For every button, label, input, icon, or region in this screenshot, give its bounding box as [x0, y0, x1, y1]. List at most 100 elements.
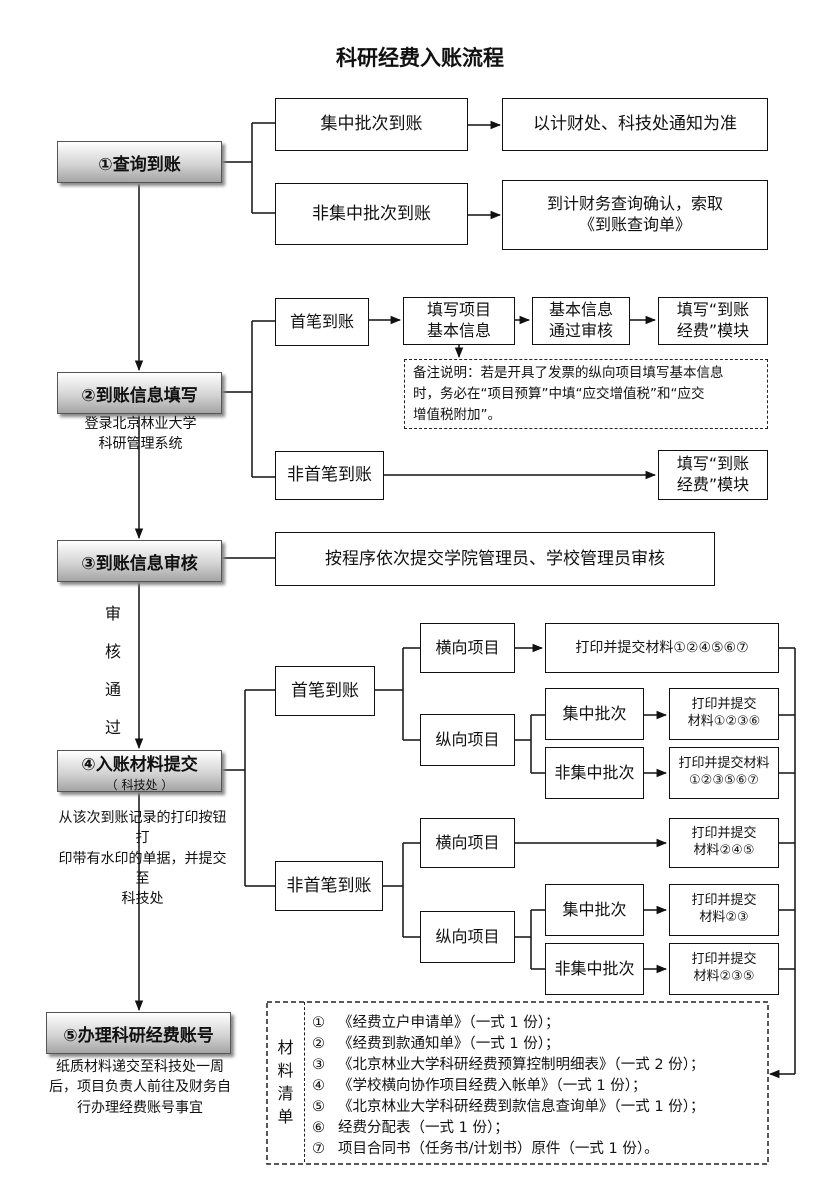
- step2-note-line-2: 科研管理系统: [98, 436, 183, 453]
- step-fill-arrival-info-label: ②到账信息填写: [81, 385, 198, 406]
- central-batch-first-label: 集中批次: [562, 703, 627, 723]
- materials-list-label: 材 料 清 单: [267, 1002, 305, 1162]
- fill-funding-module-2-line-1: 填写“到账: [676, 454, 750, 474]
- noncentral-result-line-2: 《到账查询单》: [578, 215, 691, 234]
- submit-first-arrival-label: 首笔到账: [291, 680, 359, 701]
- step5-note-line-2: 后，项目负责人前往及财务自: [49, 1079, 231, 1096]
- fill-funding-module-2-line-2: 经费”模块: [676, 475, 750, 494]
- material-item-text: 项目合同书（任务书/计划书）原件（一式 1 份）。: [338, 1141, 659, 1157]
- print-vn2-line-2: 材料②③⑤: [693, 969, 755, 984]
- horizontal-project-2-label: 横向项目: [435, 832, 500, 852]
- horizontal-project-2-box: 横向项目: [420, 818, 515, 868]
- materials-label-char-4: 单: [277, 1107, 294, 1127]
- step4-note-line-1: 从该次到账记录的打印按钮打: [58, 810, 227, 847]
- print-vc2-line-1: 打印并提交: [691, 893, 757, 909]
- submit-nonfirst-arrival-box: 非首笔到账: [275, 861, 383, 911]
- step-handle-funding-account-label: ⑤办理科研经费账号: [63, 1025, 214, 1046]
- remark-line-1: 备注说明：若是开具了发票的纵向项目填写基本信息: [413, 365, 724, 381]
- fill-funding-module-box: 填写“到账 经费”模块: [658, 297, 768, 345]
- print-materials-vertical-noncentral-nonfirst-box: 打印并提交 材料②③⑤: [669, 943, 779, 995]
- central-batch-label: 集中批次到账: [320, 114, 423, 135]
- step-submit-materials-sub: （ 科技处 ）: [105, 777, 174, 792]
- central-batch-result-box: 以计财处、科技处通知为准: [502, 98, 768, 151]
- step-query-arrival: ①查询到账: [57, 141, 222, 183]
- central-batch-first-box: 集中批次: [545, 688, 644, 740]
- remark-note-box: 备注说明：若是开具了发票的纵向项目填写基本信息 时，务必在“项目预算”中填“应交…: [404, 359, 768, 429]
- remark-line-2: 时，务必在“项目预算”中填“应交增值税”和“应交: [413, 385, 705, 402]
- material-item: ⑥ 经费分配表（一式 1 份）；: [312, 1116, 509, 1137]
- step5-note-line-3: 行办理经费账号事宜: [77, 1099, 203, 1116]
- material-item: ④ 《学校横向协作项目经费入帐单》（一式 1 份）；: [312, 1074, 646, 1095]
- horizontal-project-box: 横向项目: [420, 623, 515, 673]
- step5-note: 纸质材料递交至科技处一周 后，项目负责人前往及财务自 行办理经费账号事宜: [45, 1057, 235, 1118]
- noncentral-batch-box: 非集中批次到账: [275, 183, 468, 245]
- audit-pass-char-3: 通: [105, 680, 122, 699]
- noncentral-batch-nonfirst-box: 非集中批次: [545, 943, 644, 995]
- noncentral-result-line-1: 到计财务查询确认，索取: [546, 194, 723, 214]
- material-item-text: 经费分配表（一式 1 份）；: [338, 1120, 509, 1136]
- material-item-text: 《北京林业大学科研经费预算控制明细表》（一式 2 份）；: [338, 1057, 705, 1073]
- step2-note-line-1: 登录北京林业大学: [84, 416, 197, 432]
- fill-funding-module-line-2: 经费”模块: [676, 321, 750, 340]
- print-materials-horizontal-first-label: 打印并提交材料①②④⑤⑥⑦: [575, 639, 749, 656]
- vertical-project-2-box: 纵向项目: [420, 911, 515, 963]
- step-fill-arrival-info: ②到账信息填写: [57, 372, 222, 414]
- fill-project-info-line-2: 基本信息: [426, 321, 491, 340]
- horizontal-project-label: 横向项目: [435, 637, 500, 657]
- fill-nonfirst-arrival-label: 非首笔到账: [287, 465, 372, 486]
- materials-label-char-1: 材: [277, 1037, 294, 1057]
- material-item: ① 《经费立户申请单》（一式 1 份）；: [312, 1011, 559, 1032]
- central-batch-box: 集中批次到账: [275, 98, 468, 151]
- print-h2-line-1: 打印并提交: [691, 826, 757, 842]
- material-item-text: 《经费到款通知单》（一式 1 份）；: [338, 1036, 560, 1052]
- fill-funding-module-line-1: 填写“到账: [676, 300, 750, 320]
- fill-first-arrival-box: 首笔到账: [275, 298, 369, 346]
- print-materials-horizontal-nonfirst-box: 打印并提交 材料②④⑤: [669, 818, 779, 868]
- print-materials-horizontal-first-box: 打印并提交材料①②④⑤⑥⑦: [545, 623, 779, 673]
- step4-note-line-3: 科技处: [121, 891, 164, 908]
- basic-info-approved-line-1: 基本信息: [548, 300, 613, 320]
- vertical-project-label: 纵向项目: [435, 729, 500, 749]
- fill-funding-module-2-box: 填写“到账 经费”模块: [658, 450, 768, 500]
- review-sequence-box: 按程序依次提交学院管理员、学校管理员审核: [275, 532, 715, 586]
- audit-pass-char-4: 过: [105, 718, 122, 737]
- basic-info-approved-box: 基本信息 通过审核: [532, 297, 630, 345]
- central-batch-nonfirst-label: 集中批次: [562, 899, 627, 919]
- step5-note-line-1: 纸质材料递交至科技处一周: [56, 1059, 224, 1075]
- basic-info-approved-line-2: 通过审核: [548, 321, 613, 340]
- step4-note-line-2: 印带有水印的单据，并提交至: [58, 850, 227, 887]
- material-item-number: ④: [312, 1078, 325, 1094]
- material-item-number: ⑤: [312, 1099, 325, 1115]
- fill-project-info-line-1: 填写项目: [426, 300, 491, 320]
- noncentral-batch-first-box: 非集中批次: [545, 747, 644, 799]
- print-materials-vertical-central-nonfirst-box: 打印并提交 材料②③: [669, 884, 779, 936]
- noncentral-batch-first-label: 非集中批次: [554, 762, 635, 782]
- print-vc1-line-1: 打印并提交: [691, 697, 757, 713]
- noncentral-batch-label: 非集中批次到账: [312, 203, 431, 224]
- material-item-number: ①: [312, 1015, 325, 1031]
- materials-frame: [266, 1001, 769, 1165]
- material-item-text: 《北京林业大学科研经费到款信息查询单》（一式 1 份）；: [338, 1099, 705, 1115]
- print-h2-line-2: 材料②④⑤: [693, 843, 755, 858]
- fill-project-info-box: 填写项目 基本信息: [403, 297, 515, 345]
- step-review-arrival-info: ③到账信息审核: [57, 540, 222, 582]
- step-query-arrival-label: ①查询到账: [98, 154, 181, 175]
- print-vc1-line-2: 材料①②③⑥: [687, 714, 761, 729]
- print-materials-vertical-noncentral-first-box: 打印并提交材料 ①②③⑤⑥⑦: [669, 747, 779, 799]
- print-materials-vertical-central-first-box: 打印并提交 材料①②③⑥: [669, 688, 779, 740]
- material-item-text: 《学校横向协作项目经费入帐单》（一式 1 份）；: [338, 1078, 647, 1094]
- material-item: ⑤ 《北京林业大学科研经费到款信息查询单》（一式 1 份）；: [312, 1095, 704, 1116]
- material-item-text: 《经费立户申请单》（一式 1 份）；: [338, 1015, 560, 1031]
- material-item-number: ③: [312, 1057, 325, 1073]
- material-item-number: ⑥: [312, 1120, 325, 1136]
- page-title: 科研经费入账流程: [336, 46, 504, 70]
- audit-pass-char-1: 审: [105, 604, 122, 623]
- audit-pass-char-2: 核: [105, 642, 122, 661]
- noncentral-batch-result-box: 到计财务查询确认，索取 《到账查询单》: [502, 180, 768, 250]
- fill-first-arrival-label: 首笔到账: [289, 311, 354, 331]
- step-handle-funding-account: ⑤办理科研经费账号: [46, 1012, 231, 1054]
- materials-label-char-2: 料: [277, 1060, 294, 1080]
- remark-line-3: 增值税附加”。: [413, 406, 501, 423]
